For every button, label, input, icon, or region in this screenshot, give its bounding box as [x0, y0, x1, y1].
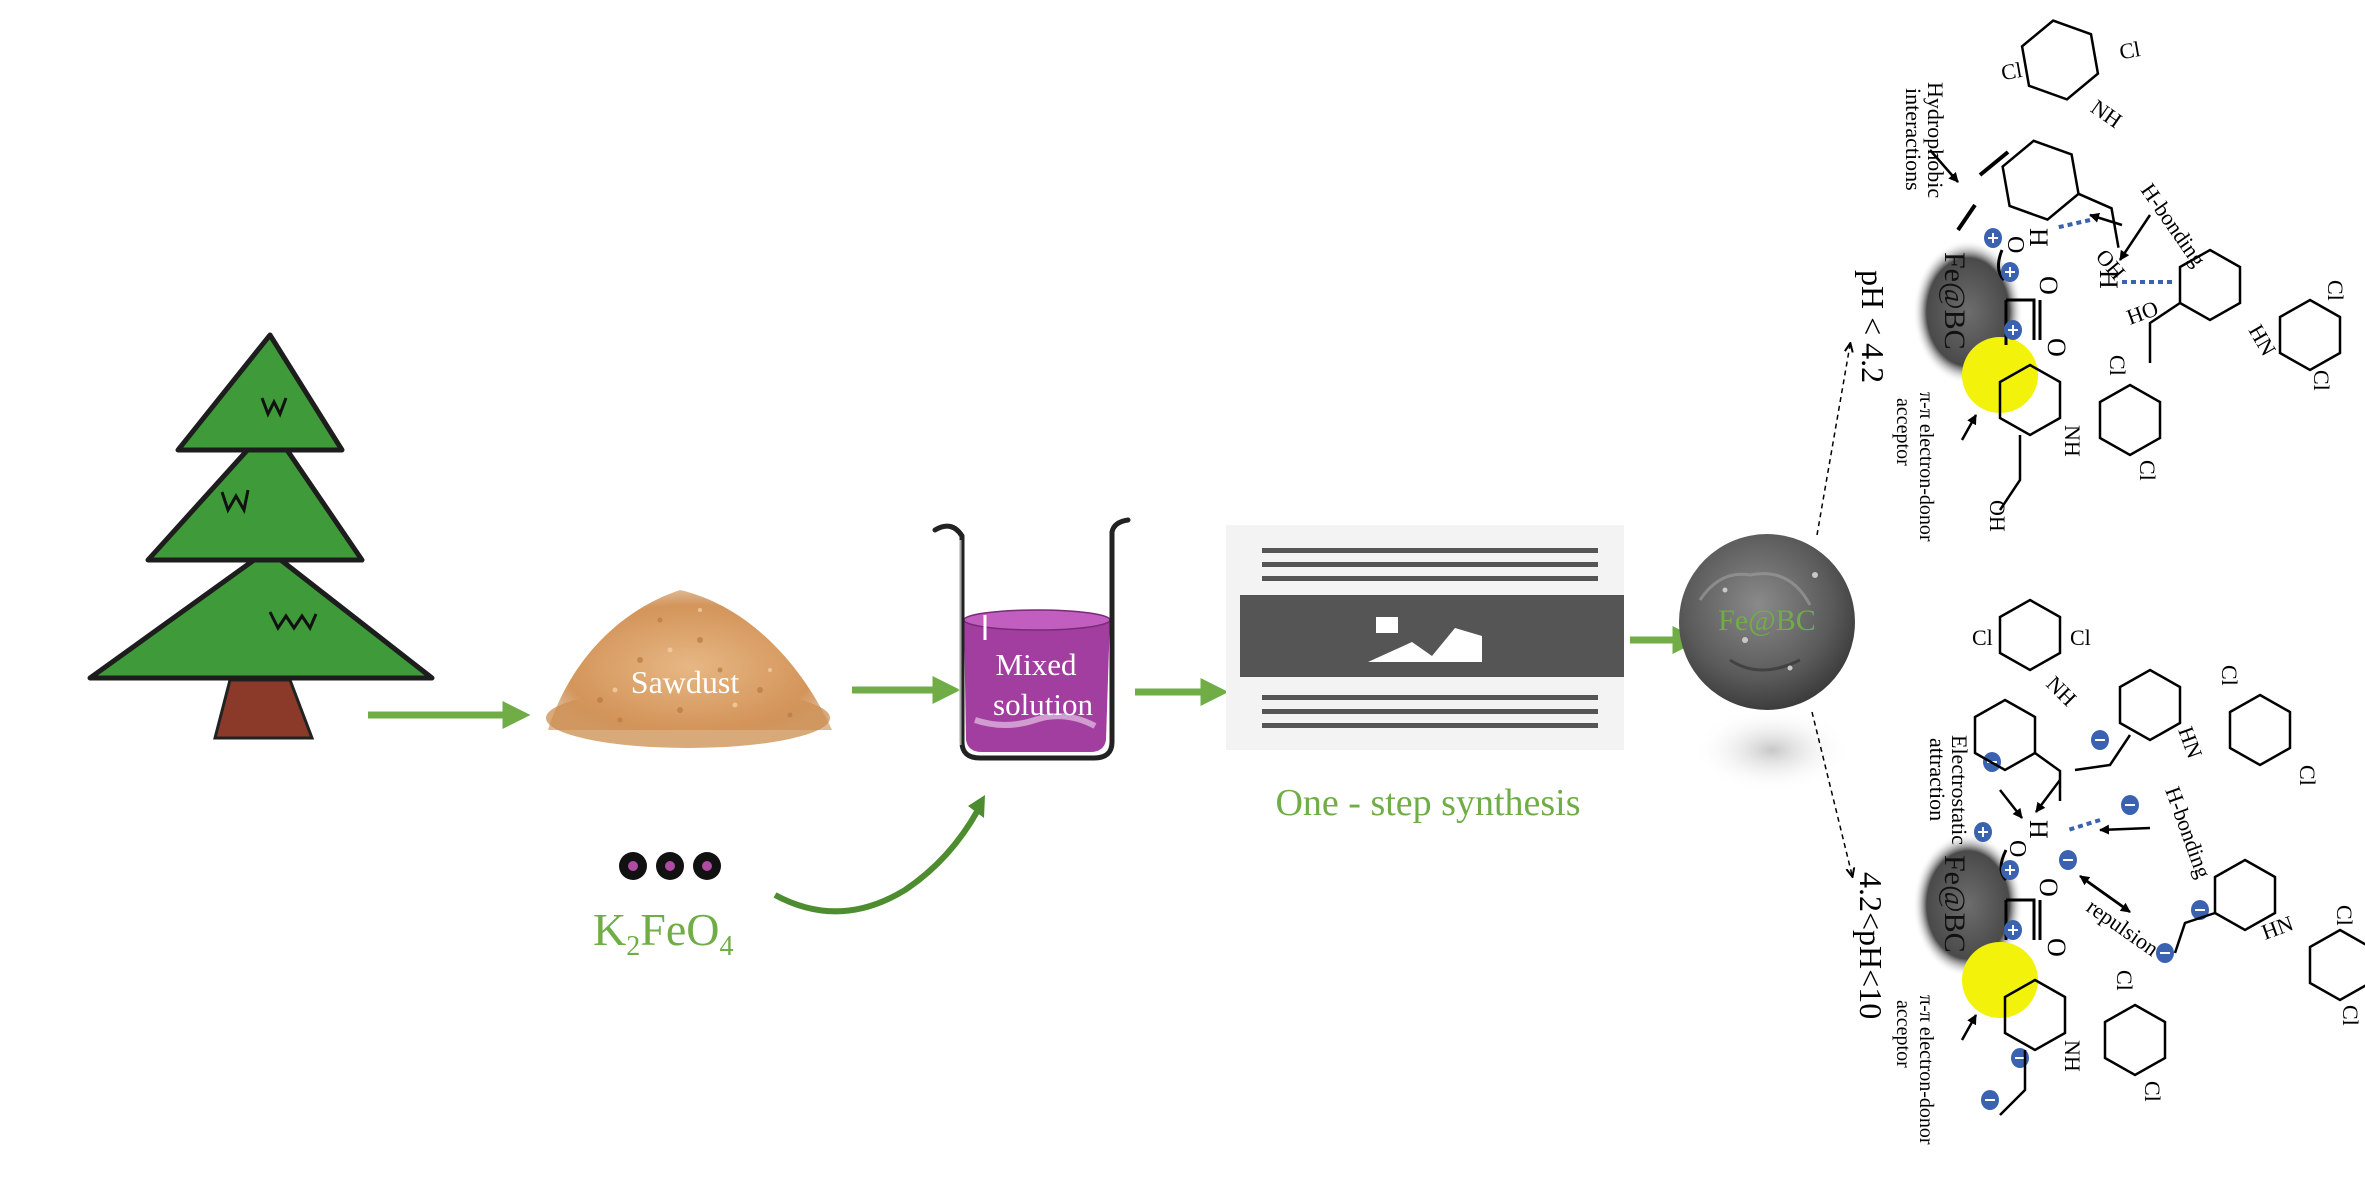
pi-pi-site-bottom: [1962, 942, 2038, 1018]
synthesis-label: One - step synthesis: [1275, 782, 1580, 824]
febc-blob-bottom: [1913, 833, 2023, 977]
svg-text:Cl: Cl: [2135, 460, 2160, 481]
diclofenac-molecule-icon: Cl Cl NH OH: [1999, 19, 2142, 285]
svg-text:Cl: Cl: [2117, 36, 2142, 64]
biochar-particle-icon: [1679, 534, 1855, 792]
svg-text:O: O: [2034, 878, 2063, 897]
svg-text:Cl: Cl: [2309, 370, 2334, 391]
beaker-icon: [932, 517, 1131, 761]
mechanism-panel-neutral: Fe@BC O O O H Electrostatic attraction H…: [1892, 730, 2216, 1145]
febc-bottom-label: Fe@BC: [1938, 855, 1971, 953]
svg-text:Cl: Cl: [2070, 625, 2091, 650]
svg-text:H: H: [2094, 270, 2123, 289]
pipi-label-bottom-1: π-π electron-donor: [1915, 995, 1937, 1145]
diclofenac-molecule-icon: HN Cl Cl: [2173, 858, 2365, 1026]
potassium-ferrate-beads-icon: [619, 852, 721, 880]
svg-text:Cl: Cl: [2323, 280, 2348, 301]
mixed-solution-label-line1: Mixed: [996, 647, 1077, 682]
hydrophobic-label-2: interactions: [1901, 88, 1926, 191]
svg-text:Cl: Cl: [1972, 625, 1993, 650]
electrostatic-label-2: attraction: [1925, 738, 1950, 821]
svg-text:NH: NH: [2060, 1040, 2085, 1072]
pipi-label-top-2: acceptor: [1892, 398, 1914, 466]
svg-text:O: O: [2042, 338, 2071, 357]
curved-arrow: [773, 808, 981, 915]
svg-text:Cl: Cl: [1999, 57, 2024, 85]
sawdust-label: Sawdust: [631, 664, 740, 700]
svg-text:O: O: [2034, 276, 2063, 295]
svg-text:HN: HN: [2244, 320, 2282, 360]
pi-pi-site-top: [1962, 337, 2038, 413]
svg-text:Cl: Cl: [2217, 665, 2242, 686]
svg-text:O: O: [2004, 840, 2030, 857]
pipi-label-bottom-2: acceptor: [1892, 1000, 1914, 1068]
svg-text:HO: HO: [2123, 295, 2161, 329]
svg-text:HN: HN: [2258, 910, 2297, 944]
svg-text:H: H: [2024, 228, 2053, 247]
svg-text:Cl: Cl: [2332, 905, 2357, 926]
svg-text:Cl: Cl: [2105, 355, 2130, 376]
dashed-arrow-up: [1816, 345, 1850, 536]
mixed-solution-label-line2: solution: [993, 687, 1093, 722]
tree-icon: [87, 332, 435, 740]
ph-mid-label: 4.2<pH<10: [1853, 872, 1889, 1019]
ph-low-label: pH < 4.2: [1855, 270, 1891, 383]
febc-center-label: Fe@BC: [1718, 604, 1816, 637]
hbond-label-bottom: H-bonding: [2160, 783, 2216, 881]
svg-text:OH: OH: [1985, 500, 2010, 532]
hydrophobic-label-1: Hydrophobic: [1923, 82, 1948, 198]
diclofenac-molecule-icon: HN Cl Cl: [2074, 665, 2320, 786]
diclofenac-molecule-icon: NH Cl Cl: [1999, 970, 2167, 1116]
diclofenac-molecule-icon: HN Cl Cl HO: [2123, 248, 2348, 391]
charge-icons: [1974, 730, 2209, 1110]
electrostatic-label-1: Electrostatic: [1947, 735, 1972, 845]
svg-text:Cl: Cl: [2140, 1081, 2165, 1102]
furnace-icon: [1226, 525, 1624, 750]
svg-text:H: H: [2024, 820, 2053, 839]
svg-text:Cl: Cl: [2338, 1005, 2363, 1026]
svg-text:Cl: Cl: [2295, 765, 2320, 786]
svg-text:O: O: [2042, 938, 2071, 957]
pipi-label-top-1: π-π electron-donor: [1915, 392, 1937, 542]
k2feo4-label: K2FeO4: [593, 904, 733, 962]
diclofenac-molecule-icon: NH Cl Cl OH: [1985, 355, 2162, 532]
sawdust-pile-icon: [546, 590, 832, 748]
svg-text:HN: HN: [2173, 723, 2207, 762]
svg-text:O: O: [2002, 236, 2028, 253]
repulsion-label: repulsion: [2082, 894, 2163, 961]
svg-text:NH: NH: [2060, 425, 2085, 457]
svg-text:NH: NH: [2086, 94, 2126, 133]
dashed-arrow-down: [1811, 711, 1852, 875]
febc-top-label: Fe@BC: [1938, 252, 1971, 350]
svg-text:NH: NH: [2041, 671, 2081, 711]
mechanism-panel-acidic: Fe@BC O O O H H Hydrophobic interactions…: [1892, 82, 2211, 542]
svg-text:Cl: Cl: [2112, 970, 2137, 991]
